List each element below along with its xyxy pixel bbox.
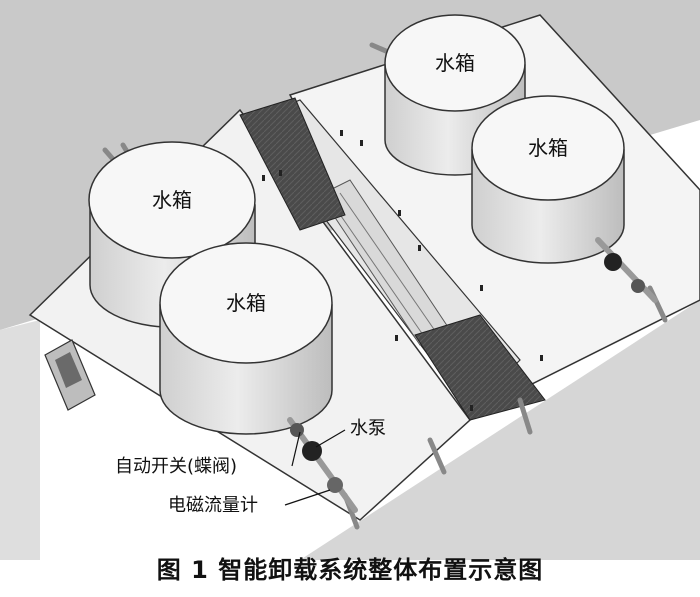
tank-2-label: 水箱 [226, 291, 266, 315]
callout-leaders [284, 429, 346, 506]
pump-icon [302, 441, 322, 461]
figure-caption: 图 1 智能卸载系统整体布置示意图 [157, 556, 543, 584]
deck-panel-upper [239, 97, 346, 231]
tank-2: 水箱 [159, 242, 333, 435]
control-box [44, 339, 96, 411]
right-pump-assembly [595, 237, 658, 303]
ground-lower-left [0, 320, 40, 560]
pump-label: 水泵 [350, 418, 386, 439]
tank-3-label: 水箱 [435, 51, 475, 75]
flowmeter-icon [327, 477, 343, 493]
tank-1-label: 水箱 [152, 188, 192, 212]
tank-4-label: 水箱 [528, 136, 568, 160]
deck-panel-lower [414, 314, 546, 421]
flowmeter-label: 电磁流量计 [168, 495, 258, 516]
valve-icon [290, 423, 304, 437]
anchor-marks [262, 130, 543, 411]
tank-4: 水箱 [471, 95, 625, 264]
valve-label: 自动开关(蝶阀) [115, 456, 237, 477]
ground-lower-right [300, 300, 700, 560]
left-pump-assembly [287, 417, 358, 513]
